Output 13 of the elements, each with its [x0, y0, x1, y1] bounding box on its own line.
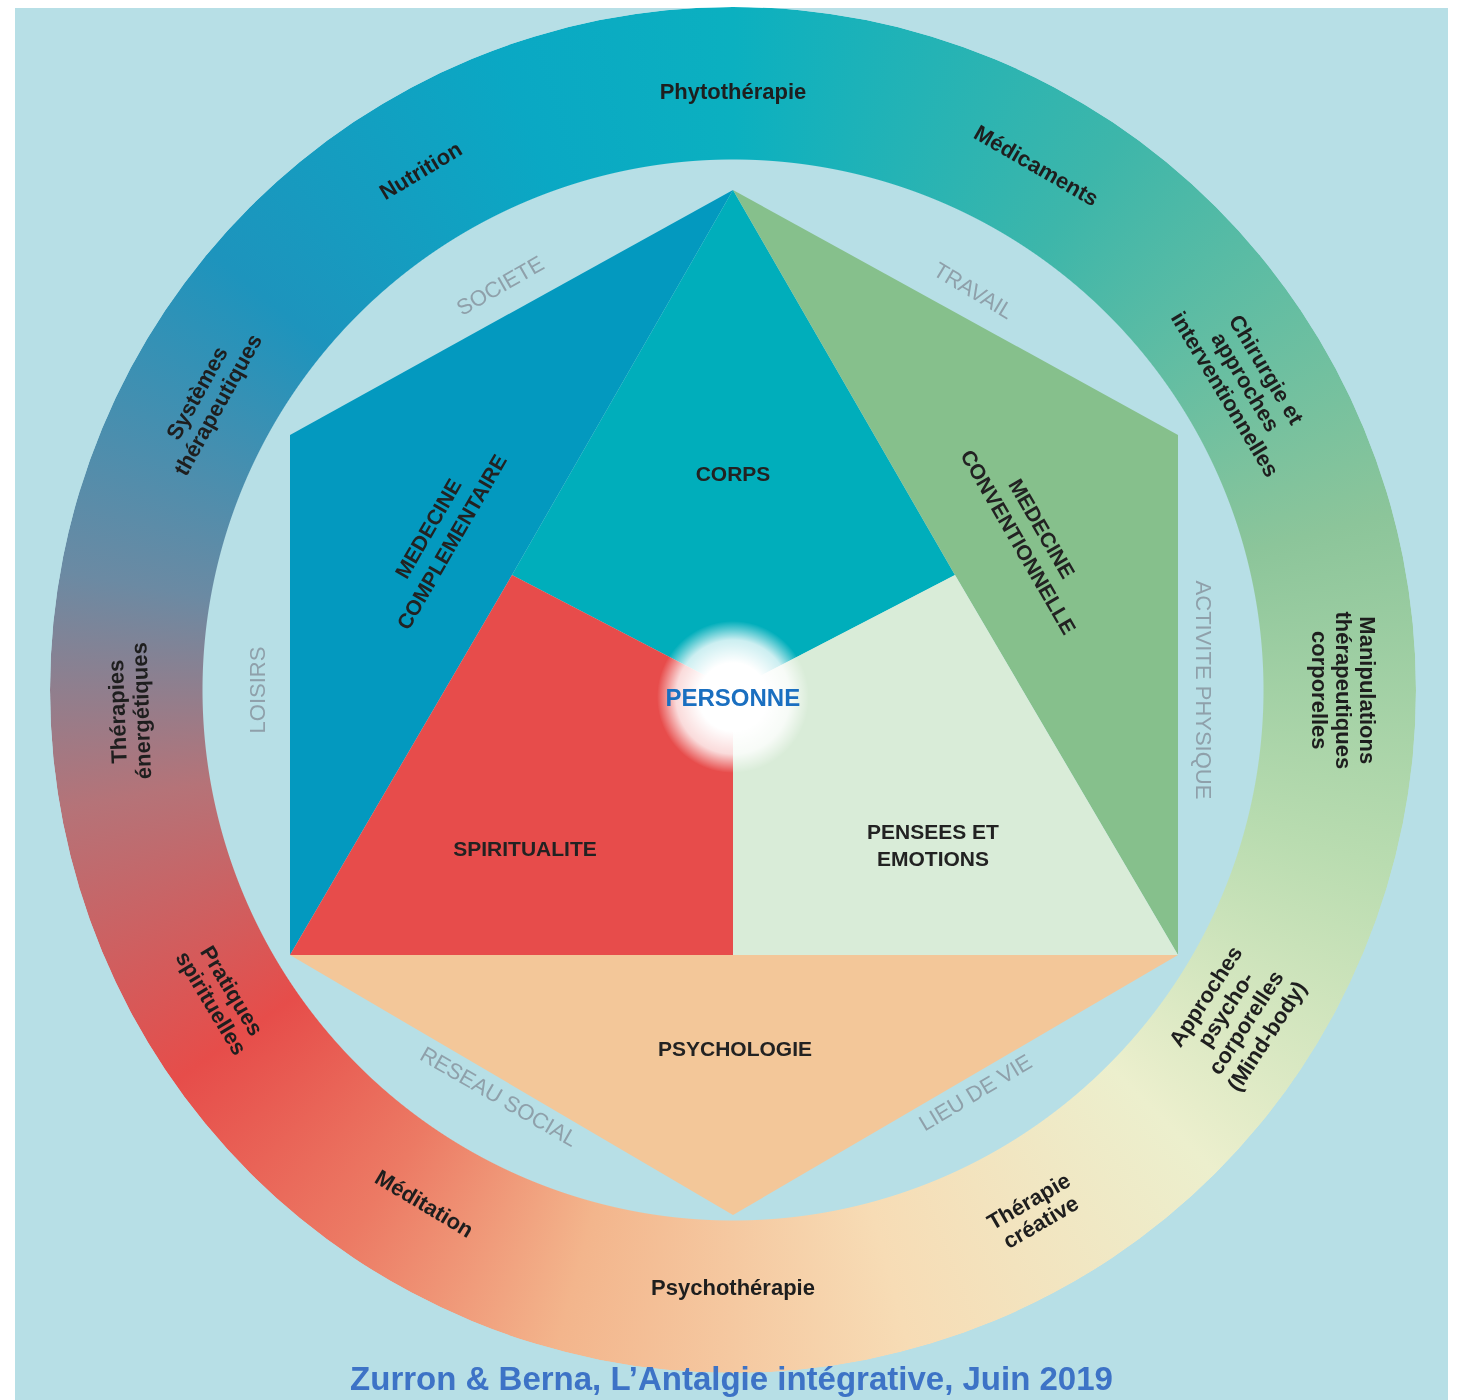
sector-label: SPIRITUALITE [415, 834, 635, 862]
center-label: PERSONNE [665, 681, 801, 713]
caption: Zurron & Berna, L’Antalgie intégrative, Juin 2019 [349, 1360, 1114, 1398]
sector-label: PENSEES ET EMOTIONS [838, 817, 1028, 873]
sector-label: PSYCHOLOGIE [615, 1034, 855, 1062]
context-label: ACTIVITE PHYSIQUE [1189, 580, 1216, 800]
ring-label: Thérapies énergétiques [103, 640, 158, 782]
sector-label: CORPS [633, 459, 833, 487]
context-label: LIEU DE VIE [913, 1048, 1037, 1137]
ring-label: Manipulations thérapeutiques corporelles [1306, 609, 1380, 771]
ring-label: Phytothérapie [658, 80, 808, 105]
context-label: LOISIRS [244, 646, 271, 734]
ring-label: Psychothérapie [650, 1276, 816, 1301]
